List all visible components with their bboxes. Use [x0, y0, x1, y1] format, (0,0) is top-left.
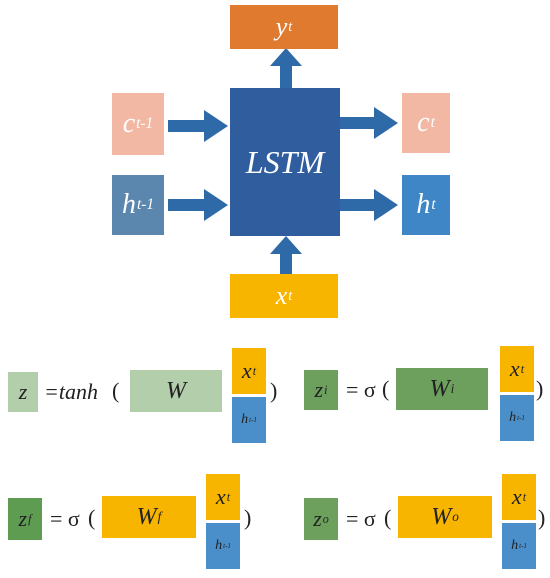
eq-z-lhs-box: z: [8, 372, 38, 412]
eq-zi-paren-open: (: [382, 376, 390, 401]
hidden-prev-label: h: [121, 189, 136, 220]
eq-zi-h: h: [509, 410, 517, 425]
output-label: y: [275, 12, 288, 41]
eq-zo-x: x: [511, 484, 522, 509]
eq-zo-paren-open: (: [384, 505, 392, 530]
lstm-box: LSTM: [230, 88, 340, 236]
eq-zo-paren-close: ): [538, 505, 546, 530]
arrow-from-input: [270, 236, 302, 274]
eq-z-lhs: z: [18, 379, 28, 404]
eq-zo-op: = σ: [346, 506, 376, 531]
eq-z-weight: W: [166, 377, 186, 404]
arrow-cell-next: [340, 107, 398, 139]
arrow-to-output: [270, 48, 302, 88]
eq-zf-op: = σ: [50, 506, 80, 531]
eq-zf-h: h: [215, 538, 223, 553]
eq-zf-lhs: z: [18, 506, 28, 531]
hidden-next-label: h: [416, 189, 431, 220]
eq-zf-paren-open: (: [88, 505, 96, 530]
arrow-hidden-next: [340, 189, 398, 221]
eq-z-h: h: [241, 412, 249, 427]
eq-z-op: =tanh: [44, 379, 98, 404]
eq-zi-lhs: z: [314, 377, 324, 402]
eq-zo-weight: W: [431, 503, 452, 530]
eq-z-paren-open: (: [112, 378, 120, 403]
lstm-label: LSTM: [245, 143, 325, 180]
cell-prev-label: c: [122, 108, 136, 139]
eq-z-x: x: [241, 358, 252, 383]
eq-z-weight-box: W: [130, 370, 222, 412]
arrow-cell-prev: [168, 110, 228, 142]
input-label: x: [275, 281, 288, 310]
eq-z-paren-close: ): [270, 378, 278, 403]
diagram-arrows: [168, 48, 398, 274]
eq-zi-x: x: [509, 356, 520, 381]
eq-zi-weight: W: [429, 375, 450, 402]
eq-zf-x: x: [215, 484, 226, 509]
eq-zf-weight: W: [136, 503, 157, 530]
eq-zo-lhs: z: [313, 506, 322, 531]
eq-zf-paren-close: ): [244, 505, 252, 530]
arrow-hidden-prev: [168, 189, 228, 221]
eq-zi-paren-close: ): [536, 376, 544, 401]
cell-next-label: c: [417, 107, 430, 138]
eq-zi-op: = σ: [346, 377, 376, 402]
eq-zo-h: h: [511, 538, 519, 553]
